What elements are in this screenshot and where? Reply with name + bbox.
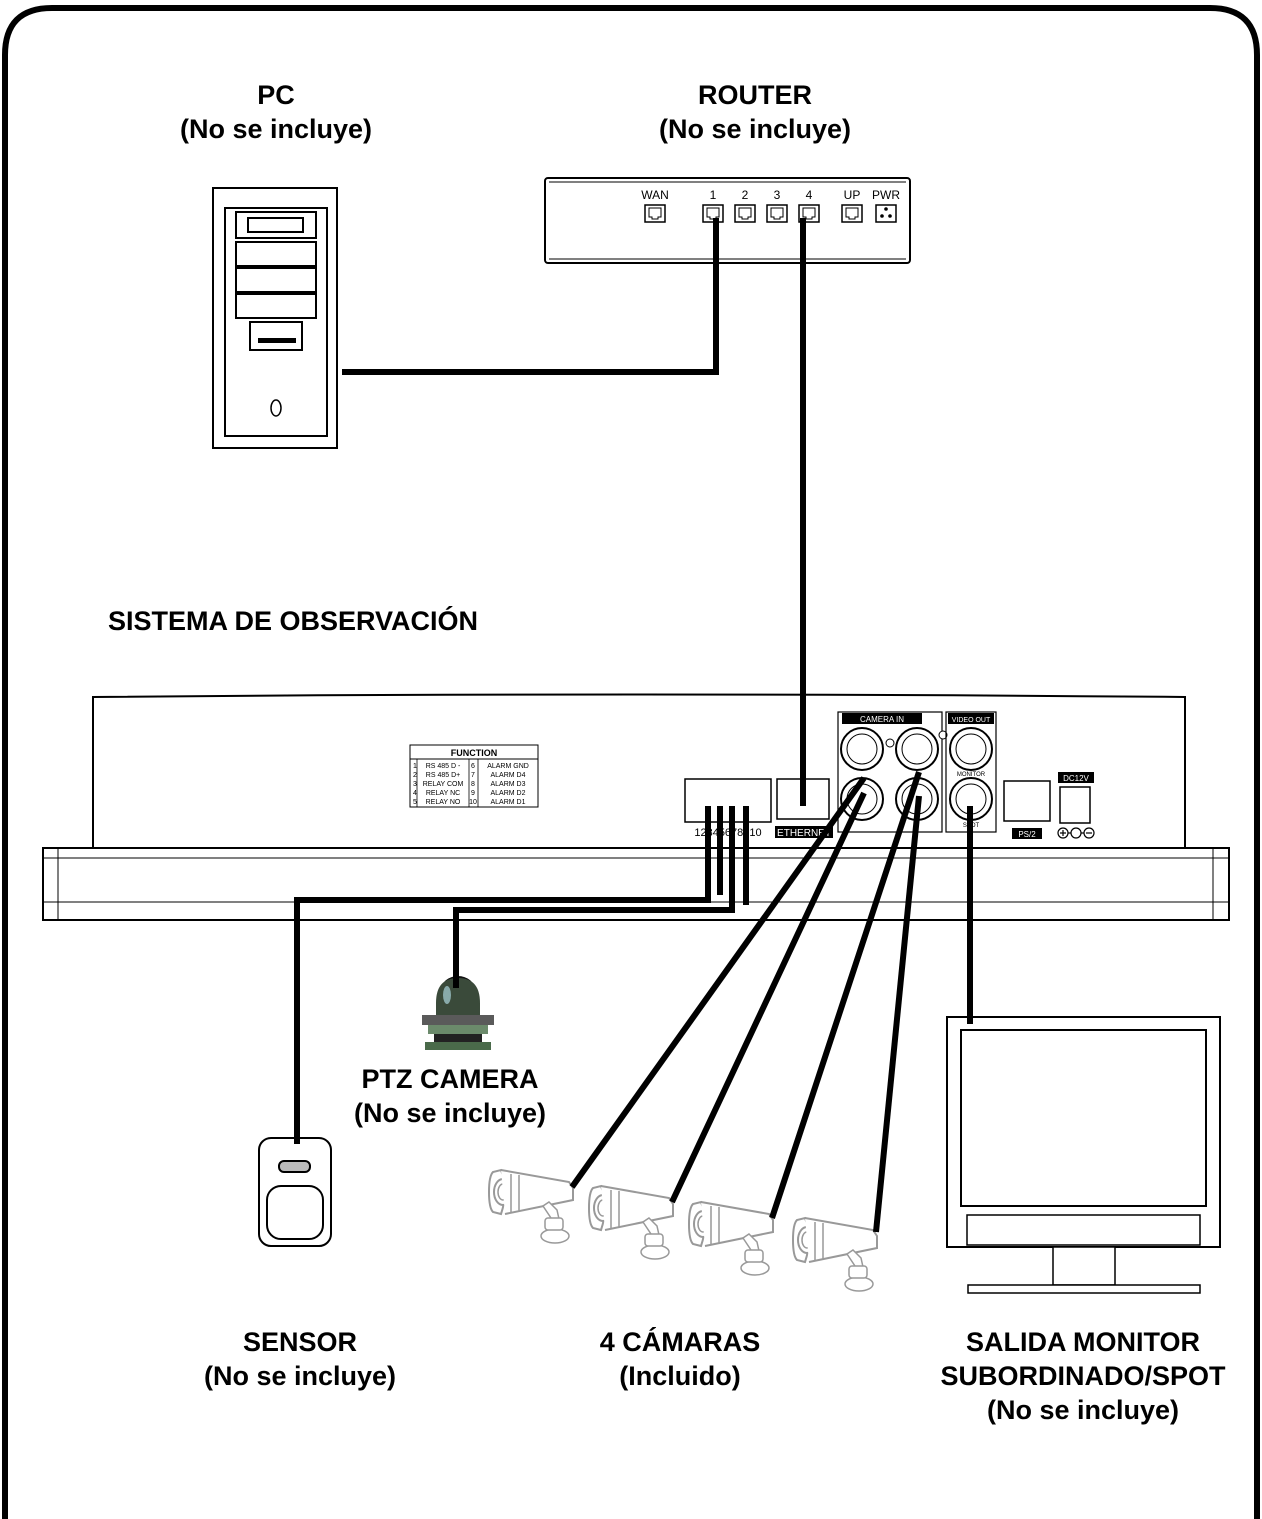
ptz-title: PTZ CAMERA (361, 1064, 539, 1094)
polarity-icon (1057, 827, 1095, 839)
cable-ptz (453, 806, 735, 988)
cameras-title: 4 CÁMARAS (599, 1327, 761, 1357)
camera-in-panel (837, 711, 943, 833)
ethernet-port-icon (644, 204, 897, 223)
svg-text:10: 10 (469, 799, 477, 806)
ptz-camera-icon (422, 976, 494, 1050)
cameras-note: (Incluido) (619, 1361, 741, 1391)
monitor-label: SALIDA MONITOR SUBORDINADO/SPOT (No se i… (918, 1325, 1248, 1427)
cable-sensor (294, 806, 711, 1144)
monitor-note: (No se incluye) (986, 1395, 1180, 1425)
sensor-icon (258, 1137, 332, 1247)
svg-text:ALARM D1: ALARM D1 (490, 799, 525, 806)
pc-note: (No se incluye) (179, 114, 373, 144)
monitor-line2: SUBORDINADO/SPOT (940, 1361, 1226, 1391)
ethernet-label: ETHERNET (777, 828, 831, 839)
monitor-icon (946, 1016, 1221, 1294)
cable-camera-3 (769, 771, 922, 1219)
terminal-block (684, 778, 772, 823)
pc-title: PC (257, 80, 295, 110)
svg-text:RELAY NO: RELAY NO (426, 799, 461, 806)
bullet-camera-icon (792, 1217, 878, 1292)
router-port-label: 2 (742, 188, 749, 202)
cameras-label: 4 CÁMARAS (Incluido) (560, 1325, 800, 1393)
svg-text:RELAY NC: RELAY NC (426, 790, 460, 797)
router-label: ROUTER (No se incluye) (625, 78, 885, 146)
system-title: SISTEMA DE OBSERVACIÓN (108, 606, 479, 636)
router-port-label: 4 (806, 188, 813, 202)
ptz-label: PTZ CAMERA (No se incluye) (330, 1062, 570, 1130)
router-port-label: PWR (872, 188, 900, 202)
dc-label: DC12V (1063, 774, 1089, 783)
cable-camera-4 (873, 795, 922, 1233)
svg-text:ALARM D3: ALARM D3 (490, 781, 525, 788)
bullet-camera-icon (588, 1185, 674, 1260)
svg-text:9: 9 (471, 790, 475, 797)
router-port-label: WAN (641, 188, 669, 202)
router-note: (No se incluye) (658, 114, 852, 144)
dvr-unit: FUNCTION 1 RS 485 D - 2 RS 485 D+ 3 RELA… (42, 693, 1230, 921)
camera-in-label: CAMERA IN (860, 715, 904, 724)
svg-text:7: 7 (471, 772, 475, 779)
bullet-camera-icon (688, 1201, 774, 1276)
dc-jack (1059, 786, 1091, 824)
outer-frame (2, 5, 1260, 1519)
cable-pc-router (342, 218, 719, 375)
pc-icon (212, 187, 338, 449)
svg-text:2: 2 (413, 772, 417, 779)
sensor-note: (No se incluye) (203, 1361, 397, 1391)
svg-text:4: 4 (413, 790, 417, 797)
router-title: ROUTER (698, 80, 812, 110)
ps2-port (1003, 780, 1051, 822)
function-table: FUNCTION 1 RS 485 D - 2 RS 485 D+ 3 RELA… (409, 744, 539, 808)
svg-text:RELAY COM: RELAY COM (423, 781, 464, 788)
video-out-label: VIDEO OUT (952, 717, 991, 724)
function-table-header: FUNCTION (451, 748, 498, 758)
svg-text:1: 1 (413, 763, 417, 770)
cable-camera-2 (669, 791, 867, 1204)
terminal-label: 12345678910 (694, 827, 761, 839)
svg-text:ALARM D4: ALARM D4 (490, 772, 525, 779)
sensor-label: SENSOR (No se incluye) (180, 1325, 420, 1393)
sensor-title: SENSOR (242, 1327, 358, 1357)
ps2-label: PS/2 (1018, 830, 1036, 839)
svg-text:ALARM D2: ALARM D2 (490, 790, 525, 797)
bullet-camera-icon (488, 1169, 574, 1244)
monitor-line1: SALIDA MONITOR (966, 1327, 1200, 1357)
svg-text:3: 3 (413, 781, 417, 788)
router-port-label: 3 (774, 188, 781, 202)
svg-text:RS 485 D -: RS 485 D - (426, 763, 461, 770)
svg-text:ALARM GND: ALARM GND (487, 763, 529, 770)
router-port-label: 1 (710, 188, 717, 202)
ptz-note: (No se incluye) (353, 1098, 547, 1128)
cables (294, 218, 973, 1233)
cable-camera-1 (569, 776, 867, 1189)
router-port-label: UP (844, 188, 861, 202)
router-icon: WAN 1 2 3 4 UP PWR (544, 177, 911, 264)
monitor-out-label: MONITOR (957, 772, 986, 778)
svg-text:6: 6 (471, 763, 475, 770)
pc-label: PC (No se incluye) (176, 78, 376, 146)
svg-text:RS 485 D+: RS 485 D+ (426, 772, 460, 779)
svg-text:8: 8 (471, 781, 475, 788)
svg-text:5: 5 (413, 799, 417, 806)
